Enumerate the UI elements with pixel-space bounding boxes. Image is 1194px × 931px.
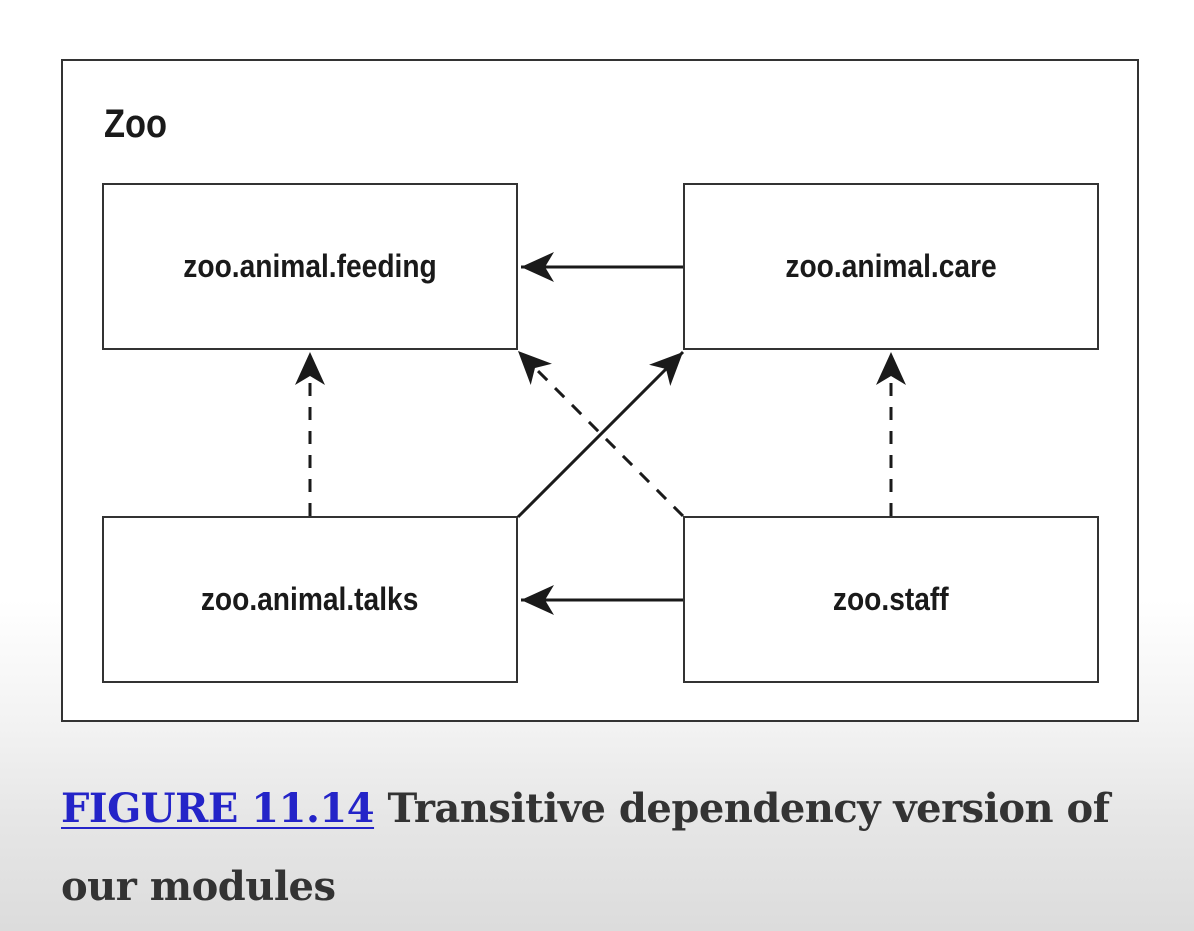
module-label-feeding: zoo.animal.feeding: [183, 248, 437, 284]
module-zoo-staff: zoo.staff: [683, 516, 1099, 683]
module-label-talks: zoo.animal.talks: [201, 581, 419, 617]
module-zoo-animal-care: zoo.animal.care: [683, 183, 1099, 350]
container-title: Zoo: [104, 102, 168, 146]
module-label-care: zoo.animal.care: [785, 248, 997, 284]
module-label-staff: zoo.staff: [833, 581, 949, 617]
module-zoo-animal-feeding: zoo.animal.feeding: [102, 183, 518, 350]
module-zoo-animal-talks: zoo.animal.talks: [102, 516, 518, 683]
caption-text: Transitive dependency version of our mod…: [61, 785, 1110, 910]
figure-link[interactable]: FIGURE 11.14: [61, 785, 375, 832]
figure-caption: FIGURE 11.14 Transitive dependency versi…: [61, 770, 1151, 926]
